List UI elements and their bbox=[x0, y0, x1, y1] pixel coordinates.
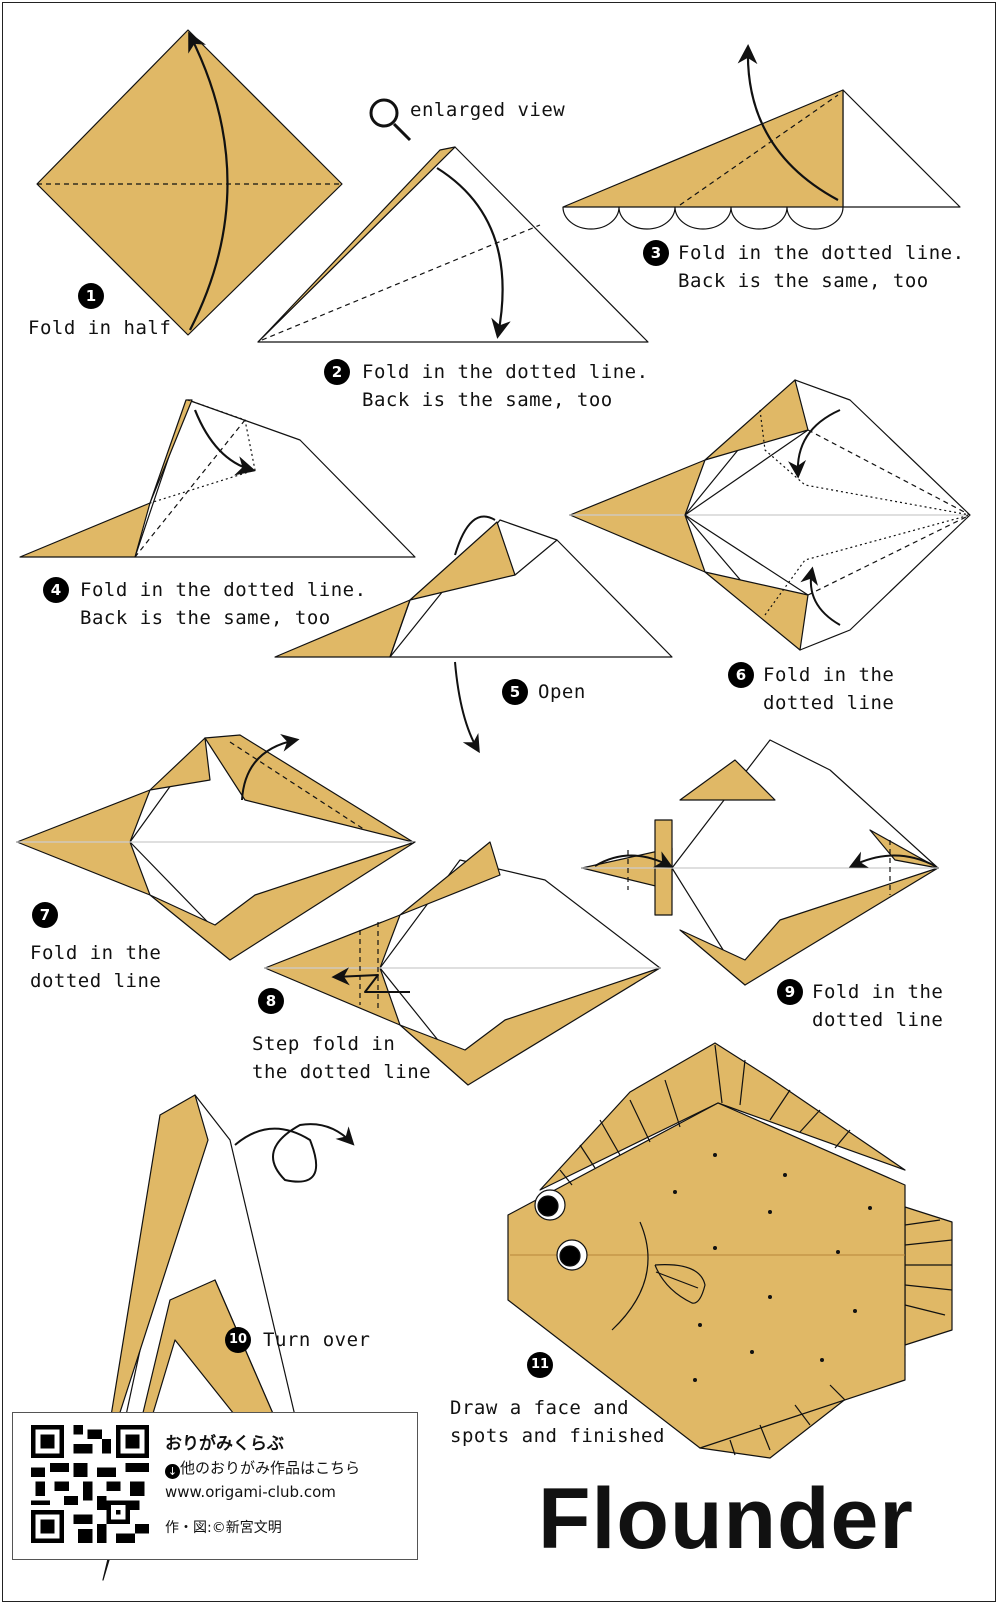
caption-line: the dotted line bbox=[252, 1061, 432, 1083]
caption-line: Fold in the dotted line. bbox=[362, 361, 649, 383]
caption-line: Step fold in bbox=[252, 1033, 396, 1055]
caption-line: dotted line bbox=[812, 1009, 944, 1031]
step-number: 1 bbox=[78, 283, 104, 309]
page-title: Flounder bbox=[538, 1471, 914, 1567]
arrow-down-circle-icon: ↓ bbox=[165, 1464, 180, 1479]
step-number: 4 bbox=[43, 577, 69, 603]
step-number: 5 bbox=[502, 679, 528, 705]
magnifier-icon bbox=[369, 98, 412, 142]
caption-line: Fold in the bbox=[763, 664, 895, 686]
caption-line: Fold in the dotted line. bbox=[80, 579, 367, 601]
caption-line: Back is the same, too bbox=[678, 270, 929, 292]
step-caption: Fold in the dotted line bbox=[763, 661, 894, 717]
step8-diagram bbox=[264, 841, 661, 1086]
caption-line: Turn over bbox=[263, 1329, 371, 1351]
more-works-link[interactable]: ↓他のおりがみ作品はこちら bbox=[165, 1457, 360, 1479]
step-caption: Fold in the dotted line bbox=[30, 939, 161, 995]
step-caption: Fold in the dotted line bbox=[812, 978, 943, 1034]
site-url[interactable]: www.origami-club.com bbox=[165, 1483, 336, 1501]
step2-diagram bbox=[257, 98, 649, 343]
step-caption: Open bbox=[538, 678, 586, 706]
step-number: 6 bbox=[728, 662, 754, 688]
step-number: 10 bbox=[225, 1327, 251, 1353]
step9-diagram bbox=[581, 739, 939, 986]
caption-line: dotted line bbox=[763, 692, 895, 714]
caption-line: Fold in the bbox=[30, 942, 162, 964]
caption-line: spots and finished bbox=[450, 1425, 665, 1447]
caption-line: Open bbox=[538, 681, 586, 703]
site-name: おりがみくらぶ bbox=[165, 1434, 284, 1454]
step-caption: Fold in the dotted line. Back is the same… bbox=[362, 358, 649, 414]
eye-icon bbox=[556, 1239, 588, 1271]
step-caption: Fold in half bbox=[28, 314, 171, 342]
eye-icon bbox=[534, 1189, 566, 1221]
step3-diagram bbox=[562, 44, 961, 230]
step5-diagram bbox=[274, 515, 673, 754]
caption-line: Fold in the bbox=[812, 981, 944, 1003]
step-number: 9 bbox=[777, 979, 803, 1005]
step6-diagram bbox=[569, 379, 971, 651]
step-caption: Turn over bbox=[263, 1326, 370, 1354]
more-works-label: 他のおりがみ作品はこちら bbox=[180, 1459, 361, 1477]
step-caption: Fold in the dotted line. Back is the same… bbox=[678, 239, 965, 295]
step-number: 2 bbox=[324, 359, 350, 385]
step7-diagram bbox=[16, 733, 416, 961]
caption-line: dotted line bbox=[30, 970, 162, 992]
step1-diagram bbox=[36, 29, 343, 336]
enlarged-view-label: enlarged view bbox=[410, 99, 566, 121]
step-caption: Step fold in the dotted line bbox=[252, 1030, 431, 1086]
caption-line: Fold in half bbox=[28, 317, 172, 339]
caption-line: Back is the same, too bbox=[80, 607, 331, 629]
step-number: 11 bbox=[527, 1352, 553, 1378]
step-caption: Draw a face and spots and finished bbox=[450, 1394, 665, 1450]
caption-line: Fold in the dotted line. bbox=[678, 242, 965, 264]
step-number: 3 bbox=[643, 240, 669, 266]
flounder-finished-diagram bbox=[507, 1042, 953, 1459]
caption-line: Back is the same, too bbox=[362, 389, 613, 411]
author-credit: 作・図:©新宮文明 bbox=[165, 1520, 282, 1536]
caption-line: Draw a face and bbox=[450, 1397, 630, 1419]
site-info-box: おりがみくらぶ ↓他のおりがみ作品はこちら www.origami-club.c… bbox=[12, 1412, 418, 1560]
step-number: 8 bbox=[258, 988, 284, 1014]
step-number: 7 bbox=[32, 902, 58, 928]
step4-diagram bbox=[19, 399, 416, 558]
qr-code-icon[interactable] bbox=[31, 1425, 149, 1543]
step-caption: Fold in the dotted line. Back is the same… bbox=[80, 576, 367, 632]
spots bbox=[673, 1153, 872, 1382]
